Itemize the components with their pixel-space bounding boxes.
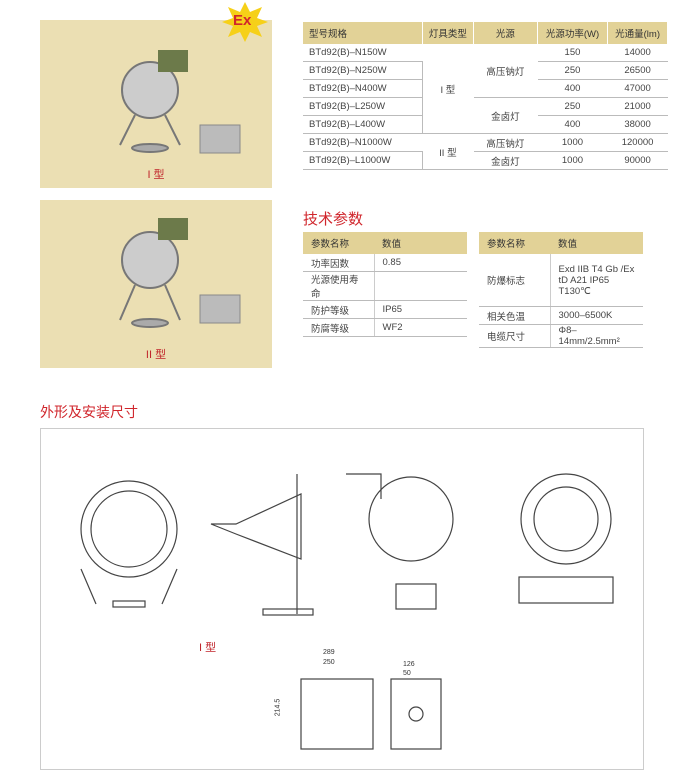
cell: 防爆标志 xyxy=(479,254,550,307)
cell: Φ8–14mm/2.5mm² xyxy=(549,324,643,348)
cell: 功率因数 xyxy=(303,254,374,272)
cell: 38000 xyxy=(607,115,668,134)
cell: Exd IIB T4 Gb /Ex tD A21 IP65 T130℃ xyxy=(549,254,643,307)
cell: 47000 xyxy=(607,79,668,98)
cell: 相关色温 xyxy=(479,306,550,325)
cell: 26500 xyxy=(607,61,668,80)
dim-126: 126 xyxy=(403,661,415,668)
header: 灯具类型 xyxy=(422,22,475,44)
cell: IP65 xyxy=(373,300,467,319)
cell: II 型 xyxy=(421,133,475,170)
cell: 1000 xyxy=(536,151,609,170)
cell: 3000–6500K xyxy=(549,306,643,325)
cell: I 型 xyxy=(421,44,475,134)
dim-50: 50 xyxy=(403,670,411,677)
dim-250: 250 xyxy=(323,659,335,666)
cell: 150 xyxy=(536,44,609,62)
cell: BTd92(B)–L250W xyxy=(303,97,423,116)
cell: 0.85 xyxy=(373,254,467,272)
dim-289: 289 xyxy=(323,649,335,656)
header: 数值 xyxy=(374,232,467,254)
cell: 250 xyxy=(536,61,609,80)
header: 数值 xyxy=(550,232,643,254)
cell xyxy=(373,271,467,301)
dimension-drawing: I 型 289 250 214.5 126 50 xyxy=(40,428,644,770)
cell: BTd92(B)–N400W xyxy=(303,79,423,98)
header: 光源功率(W) xyxy=(537,22,609,44)
cell: 电缆尺寸 xyxy=(479,324,550,348)
cell: 90000 xyxy=(607,151,668,170)
dims-title: 外形及安装尺寸 xyxy=(40,404,138,420)
tech-title: 技术参数 xyxy=(303,211,364,228)
cell: WF2 xyxy=(373,318,467,337)
cell: 金卤灯 xyxy=(473,151,538,170)
cell: BTd92(B)–N1000W xyxy=(303,133,423,152)
dim-214-5: 214.5 xyxy=(274,698,282,717)
cell: 防护等级 xyxy=(303,300,374,319)
header: 参数名称 xyxy=(479,232,550,254)
cell: 14000 xyxy=(607,44,668,62)
table-row: 光源使用寿命 xyxy=(303,271,467,301)
cell: BTd92(B)–N150W xyxy=(303,44,423,62)
lamp-drawings xyxy=(80,473,614,750)
cell: BTd92(B)–N250W xyxy=(303,61,423,80)
photo-caption: II 型 xyxy=(145,349,167,361)
drawing-type-label: I 型 xyxy=(199,642,217,654)
cell: 高压钠灯 xyxy=(473,133,538,152)
ex-badge: Ex xyxy=(222,2,268,42)
header: 型号规格 xyxy=(303,22,423,44)
cell: 21000 xyxy=(607,97,668,116)
product-photo-type-2: II 型 xyxy=(40,200,272,368)
lamp-icon xyxy=(119,218,241,328)
header: 光源 xyxy=(473,22,538,44)
cell: 高压钠灯 xyxy=(473,44,538,98)
cell: 120000 xyxy=(607,133,668,152)
cell: 光源使用寿命 xyxy=(303,271,374,301)
photo-caption: I 型 xyxy=(147,169,165,181)
cell: 250 xyxy=(536,97,609,116)
cell: 防腐等级 xyxy=(303,318,374,337)
cell: 金卤灯 xyxy=(473,97,538,134)
cell: 400 xyxy=(536,115,609,134)
cell: BTd92(B)–L1000W xyxy=(303,151,423,170)
lamp-icon xyxy=(119,50,241,154)
product-photo-type-1: I 型 xyxy=(40,20,272,188)
cell: 400 xyxy=(536,79,609,98)
cell: BTd92(B)–L400W xyxy=(303,115,423,134)
header: 光通量(lm) xyxy=(607,22,668,44)
header: 参数名称 xyxy=(303,232,374,254)
cell: 1000 xyxy=(536,133,609,152)
